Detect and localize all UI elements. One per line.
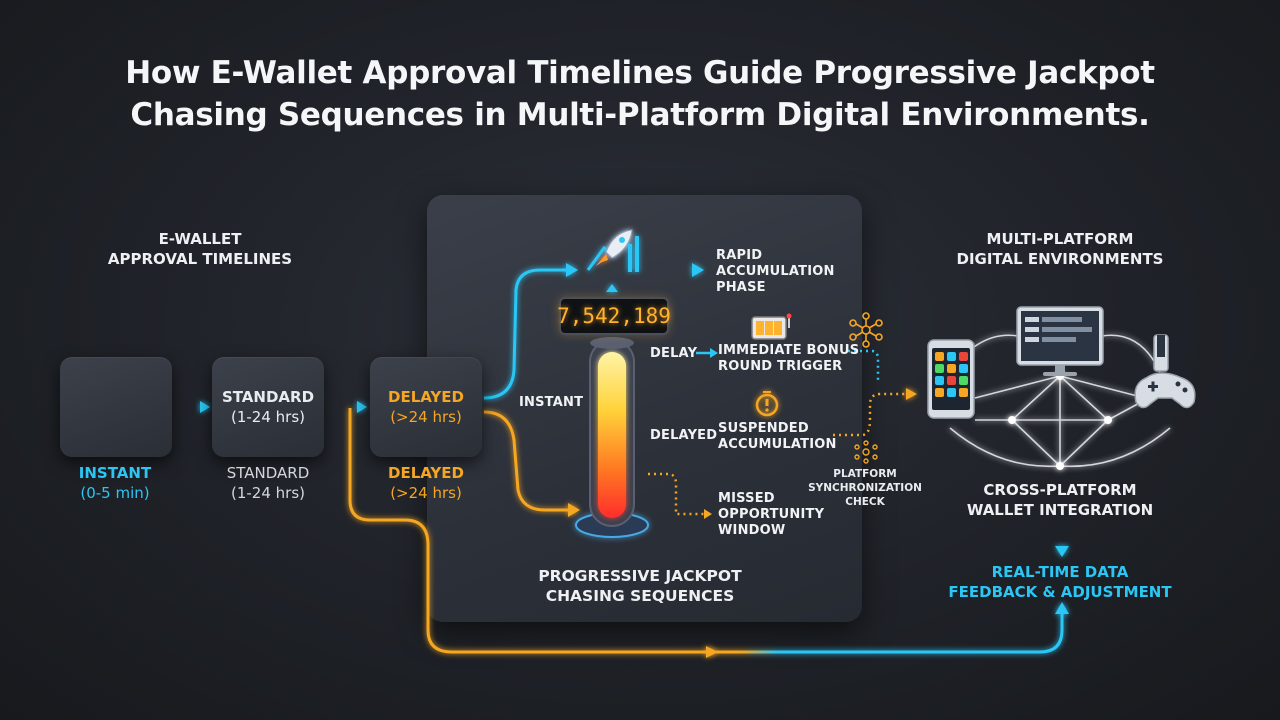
realtime-feedback: REAL-TIME DATA FEEDBACK & ADJUSTMENT <box>930 562 1190 602</box>
arrow-head <box>706 646 718 658</box>
network-node-icon <box>849 312 883 348</box>
outcome-line: SUSPENDED <box>718 421 809 436</box>
platform-sync-check: PLATFORM SYNCHRONIZATION CHECK <box>800 467 930 509</box>
instant-caption-label: INSTANT <box>78 464 152 482</box>
center-heading-line-2: CHASING SEQUENCES <box>545 587 735 605</box>
outcome-line: MISSED <box>718 491 775 506</box>
arrow-head <box>200 401 210 413</box>
outcome-line: ACCUMULATION <box>716 264 835 279</box>
integration-line-2: WALLET INTEGRATION <box>966 501 1154 519</box>
jackpot-panel <box>427 195 862 622</box>
feedback-line-1: REAL-TIME DATA <box>991 563 1129 581</box>
delay-tag: DELAY <box>650 346 698 361</box>
delayed-caption: DELAYED (>24 hrs) <box>356 463 496 503</box>
left-heading-line-2: APPROVAL TIMELINES <box>107 250 293 268</box>
outcome-missed-opportunity: MISSED OPPORTUNITY WINDOW <box>718 491 824 539</box>
feedback-line-2: FEEDBACK & ADJUSTMENT <box>948 583 1172 601</box>
left-section-heading: E-WALLET APPROVAL TIMELINES <box>90 229 310 269</box>
warning-timer-icon <box>755 391 779 417</box>
smartphone-icon <box>927 339 975 419</box>
page-title: How E-Wallet Approval Timelines Guide Pr… <box>60 52 1220 136</box>
monitor-icon <box>1016 306 1104 376</box>
outcome-line: RAPID <box>716 248 763 263</box>
network-node-icon <box>854 440 878 464</box>
standard-box[interactable]: STANDARD (1-24 hrs) <box>212 357 324 457</box>
arrow-head <box>566 263 578 277</box>
outcome-line: ROUND TRIGGER <box>718 359 843 374</box>
outcome-line: OPPORTUNITY <box>718 507 825 522</box>
dotted-connectors <box>648 349 906 516</box>
standard-box-label: STANDARD <box>221 388 315 406</box>
center-section-heading: PROGRESSIVE JACKPOT CHASING SEQUENCES <box>500 566 780 606</box>
instant-route-label: INSTANT <box>519 395 584 410</box>
delayed-caption-label: DELAYED <box>388 464 464 482</box>
delayed-tag: DELAYED <box>650 428 718 443</box>
rocket-chart-icon <box>586 229 639 272</box>
integration-line-1: CROSS-PLATFORM <box>983 481 1137 499</box>
vr-controller-icon <box>1134 334 1196 409</box>
outcome-rapid-accumulation: RAPID ACCUMULATION PHASE <box>716 248 835 296</box>
jackpot-counter: 7,542,189 <box>557 297 671 335</box>
instant-box[interactable] <box>60 357 172 457</box>
arrow-head <box>568 503 580 517</box>
delayed-path <box>483 410 570 512</box>
sync-line: CHECK <box>845 496 885 508</box>
delayed-box-label: DELAYED <box>388 388 464 406</box>
instant-path <box>483 268 568 400</box>
right-section-heading: MULTI-PLATFORM DIGITAL ENVIRONMENTS <box>930 229 1190 269</box>
instant-caption: INSTANT (0-5 min) <box>45 463 185 503</box>
right-heading-line-1: MULTI-PLATFORM <box>986 230 1134 248</box>
arrow-head <box>357 401 367 413</box>
standard-caption: STANDARD (1-24 hrs) <box>198 463 338 503</box>
bottom-path <box>348 408 1064 654</box>
standard-box-sub: (1-24 hrs) <box>230 408 305 426</box>
right-heading-line-2: DIGITAL ENVIRONMENTS <box>956 250 1164 268</box>
sync-line: PLATFORM <box>833 468 897 480</box>
outcome-suspended-accumulation: SUSPENDED ACCUMULATION <box>718 421 837 453</box>
standard-caption-sub: (1-24 hrs) <box>230 484 305 502</box>
arrow-head <box>1055 602 1069 614</box>
outcome-line: WINDOW <box>718 523 786 538</box>
title-line-1: How E-Wallet Approval Timelines Guide Pr… <box>125 55 1155 91</box>
outcome-line: IMMEDIATE BONUS <box>718 343 860 358</box>
outcome-line: ACCUMULATION <box>718 437 837 452</box>
delayed-caption-sub: (>24 hrs) <box>390 484 462 502</box>
standard-caption-label: STANDARD <box>226 464 310 482</box>
outcome-immediate-bonus: IMMEDIATE BONUS ROUND TRIGGER <box>718 343 859 375</box>
title-line-2: Chasing Sequences in Multi-Platform Digi… <box>130 97 1150 133</box>
jackpot-meter <box>575 337 649 538</box>
cross-platform-integration: CROSS-PLATFORM WALLET INTEGRATION <box>930 480 1190 520</box>
delayed-box-sub: (>24 hrs) <box>390 408 462 426</box>
left-heading-line-1: E-WALLET <box>158 230 242 248</box>
instant-caption-sub: (0-5 min) <box>80 484 150 502</box>
center-heading-line-1: PROGRESSIVE JACKPOT <box>538 567 742 585</box>
outcome-line: PHASE <box>716 280 766 295</box>
sync-line: SYNCHRONIZATION <box>808 482 922 494</box>
slot-machine-icon <box>751 313 792 340</box>
delayed-box[interactable]: DELAYED (>24 hrs) <box>370 357 482 457</box>
